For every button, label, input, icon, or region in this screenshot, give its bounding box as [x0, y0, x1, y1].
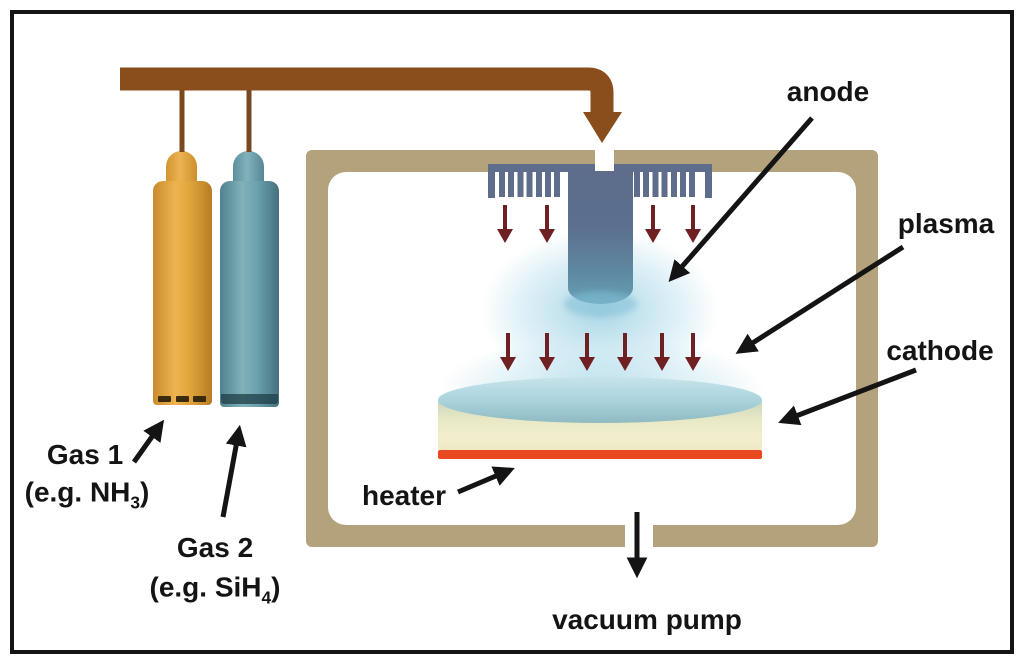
- gas-flow-down-arrow-icon: [579, 333, 595, 373]
- gas2-example-text: (e.g. SiH: [149, 571, 262, 603]
- gas1-cylinder: [153, 181, 212, 405]
- gas-flow-down-arrow-icon: [685, 333, 701, 373]
- gas-flow-down-arrow-icon: [654, 333, 670, 373]
- anode-showerhead-slats-right: [634, 172, 698, 197]
- gas-flow-down-arrow-icon: [539, 333, 555, 373]
- anode-label: anode: [786, 76, 870, 107]
- gas-flow-down-arrow-icon: [685, 205, 701, 245]
- gas-flow-down-arrow-icon: [497, 205, 513, 245]
- heater-strip: [438, 450, 762, 459]
- figure-border: [10, 10, 1014, 654]
- gas1-example-close: ): [140, 476, 150, 508]
- gas1-cylinder-base-mark: [176, 396, 189, 402]
- gas1-label: Gas 1: [46, 439, 124, 470]
- cathode-top-surface: [438, 377, 762, 423]
- gas2-cylinder: [220, 181, 279, 407]
- gas2-label: Gas 2: [176, 532, 254, 563]
- anode-left-flange: [488, 164, 495, 198]
- anode-right-flange: [705, 164, 712, 198]
- gas-flow-down-arrow-icon: [617, 333, 633, 373]
- anode-column-glow-rim: [564, 291, 637, 317]
- gas-flow-down-arrow-icon: [500, 333, 516, 373]
- heater-label: heater: [361, 480, 447, 511]
- anode-showerhead-slats-left: [499, 172, 563, 197]
- gas-flow-down-arrow-icon: [645, 205, 661, 245]
- cathode-label: cathode: [886, 335, 994, 366]
- gas1-cylinder-base-mark: [193, 396, 206, 402]
- gas1-example-subscript: 3: [130, 492, 141, 513]
- gas1-cylinder-base-mark: [158, 396, 171, 402]
- gas-flow-down-arrow-icon: [539, 205, 555, 245]
- gas2-cylinder-base-mark: [221, 394, 278, 404]
- gas1-example-label: (e.g. NH3): [25, 477, 150, 514]
- plasma-label: plasma: [897, 208, 995, 239]
- vacuum-outlet-gap: [625, 522, 653, 548]
- gas2-example-label: (e.g. SiH4): [150, 572, 281, 609]
- gas2-example-close: ): [271, 571, 281, 603]
- gas1-example-text: (e.g. NH: [24, 476, 131, 508]
- vacuum-pump-label: vacuum pump: [552, 604, 742, 635]
- anode-column: [568, 171, 633, 304]
- gas2-example-subscript: 4: [261, 587, 272, 608]
- gas-inlet-gap: [595, 144, 614, 171]
